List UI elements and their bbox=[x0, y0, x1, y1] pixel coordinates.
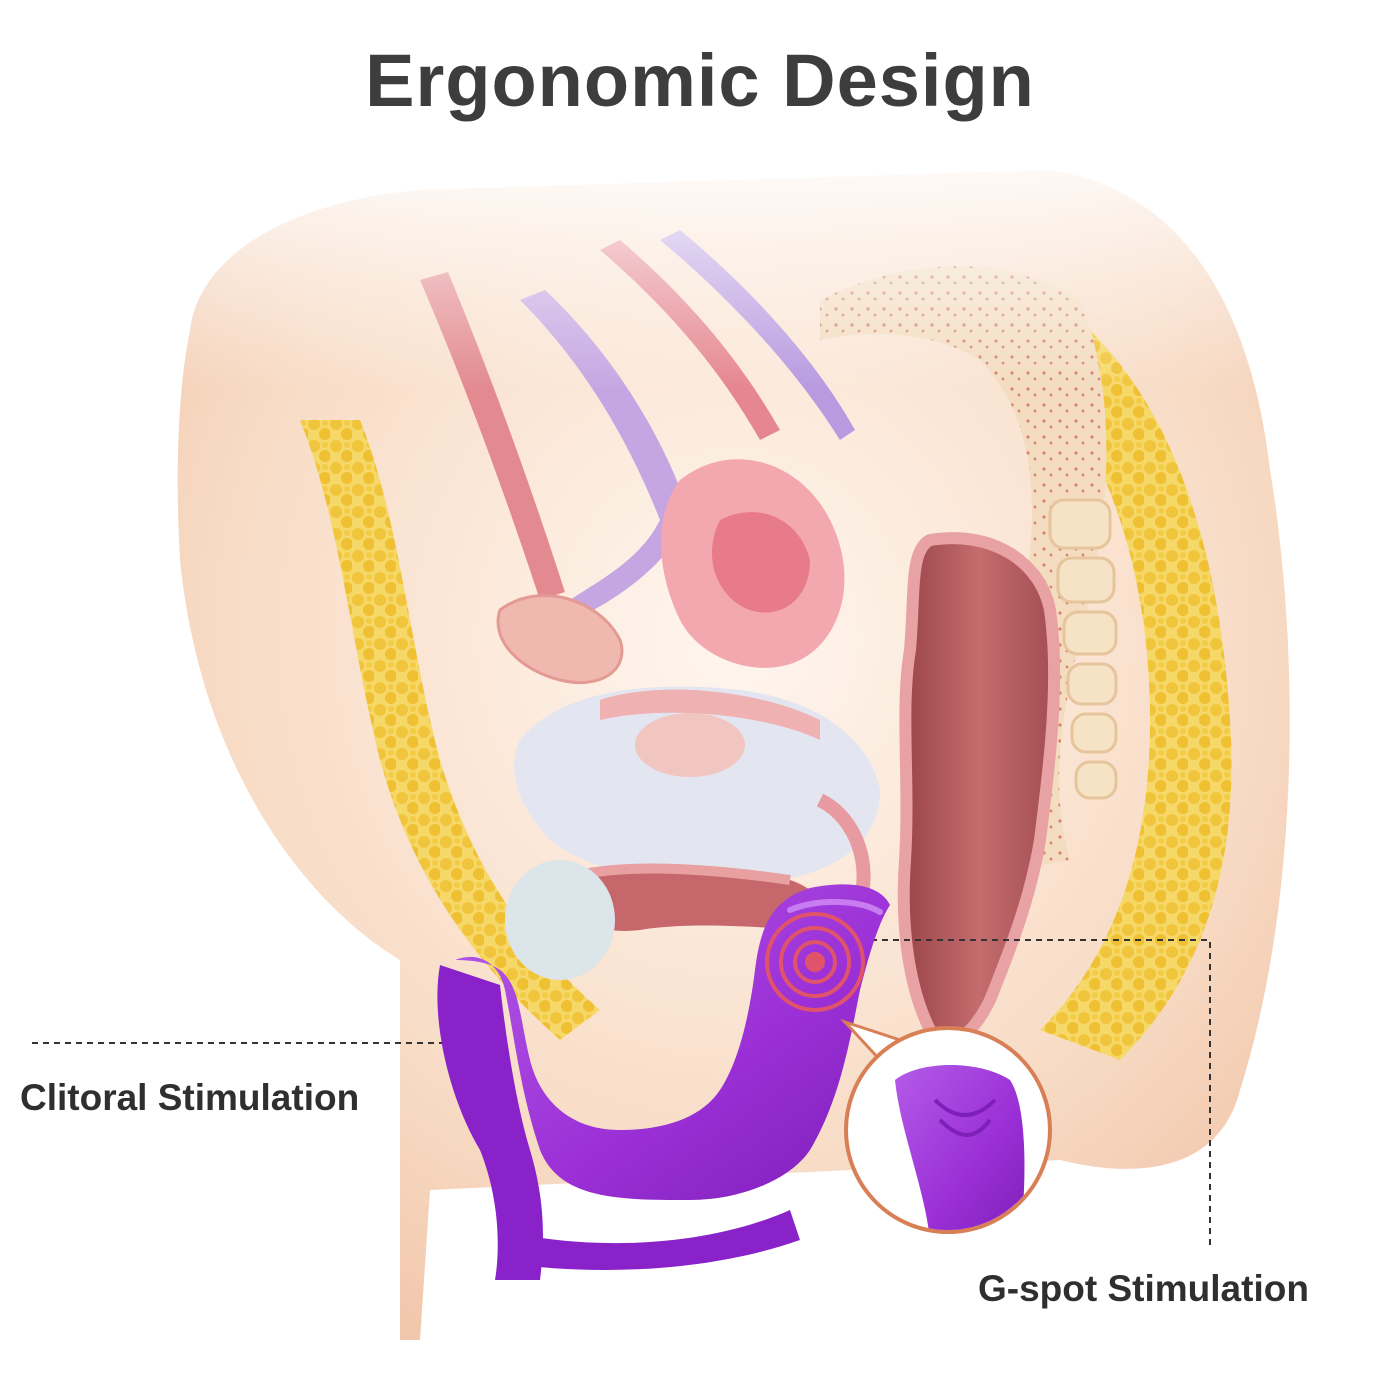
page-title: Ergonomic Design bbox=[365, 39, 1035, 122]
uterus bbox=[661, 459, 845, 668]
leader-lines bbox=[32, 939, 1211, 1250]
bladder bbox=[514, 686, 880, 884]
ovary bbox=[496, 594, 624, 685]
top-fade bbox=[0, 130, 1400, 390]
gspot-stimulation-label: G-spot Stimulation bbox=[978, 1268, 1309, 1309]
clitoral-stimulation-label: Clitoral Stimulation bbox=[20, 1077, 360, 1118]
vibration-rings-icon bbox=[765, 912, 865, 1012]
zoom-callout-icon bbox=[839, 1018, 1052, 1234]
fat-layer-back bbox=[1040, 330, 1232, 1060]
pubic-bone bbox=[505, 860, 615, 980]
fat-layer-front bbox=[300, 420, 600, 1040]
